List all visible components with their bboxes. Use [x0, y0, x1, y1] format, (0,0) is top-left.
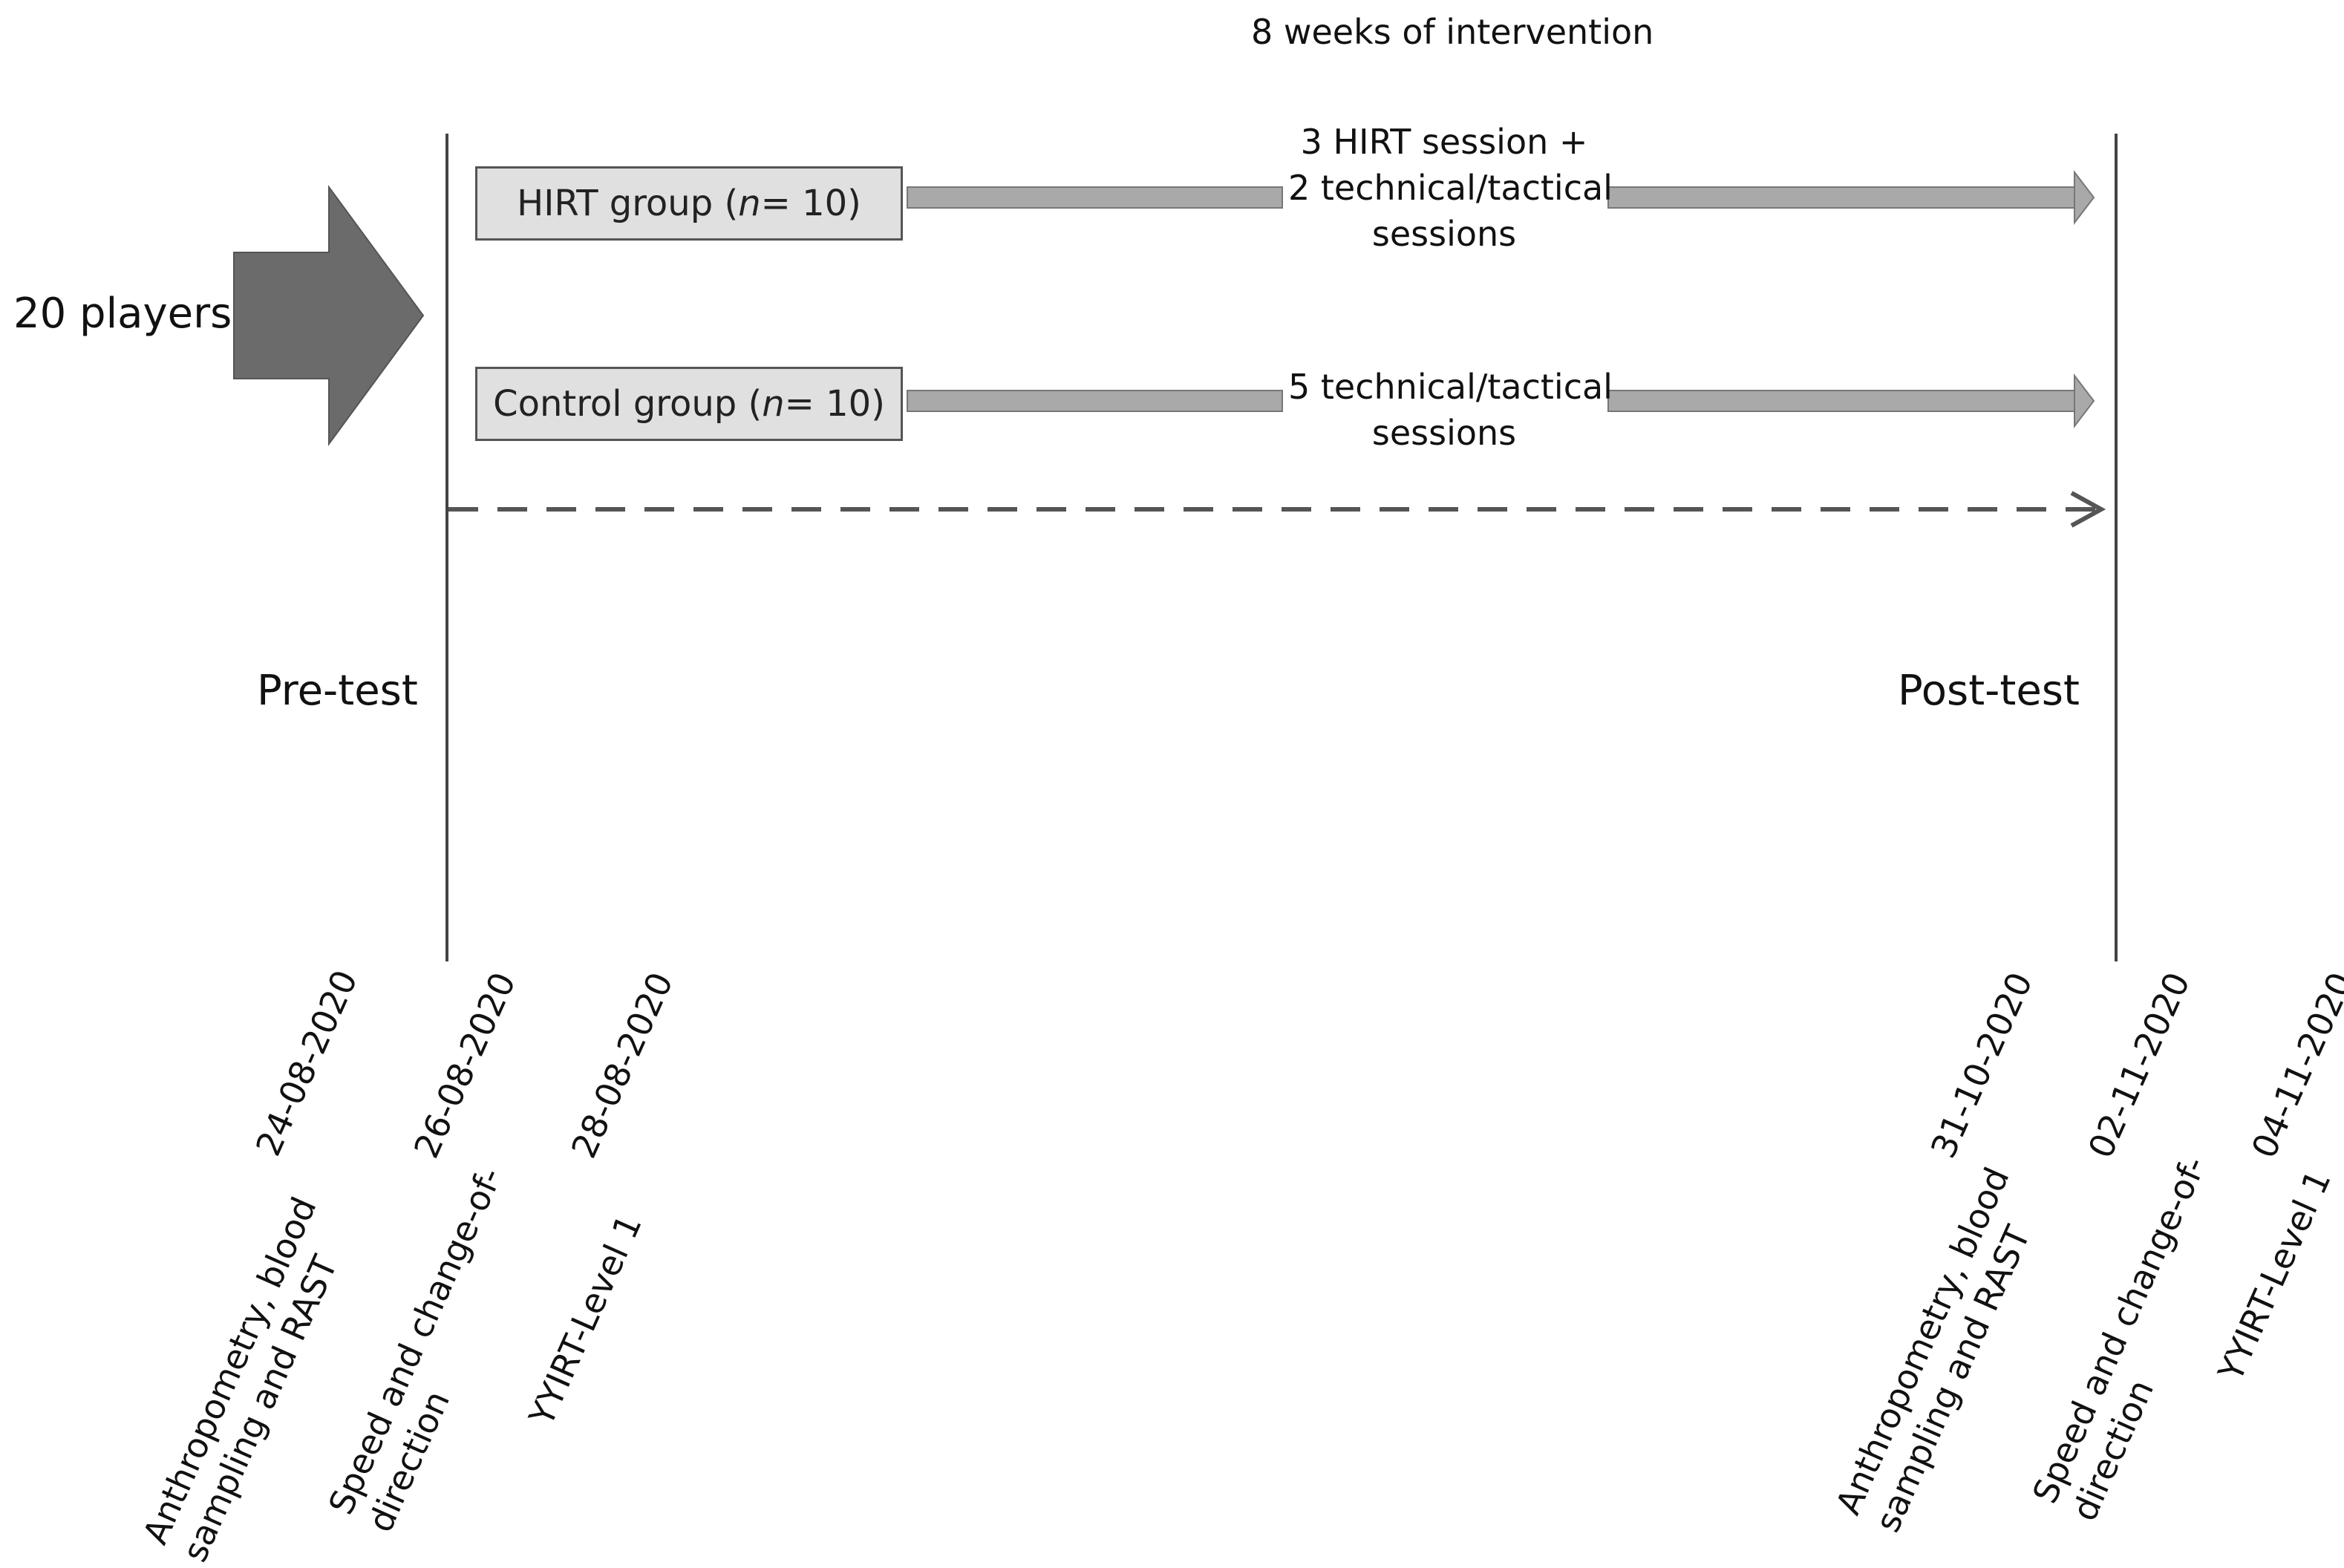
diagram-title: 8 weeks of intervention — [1251, 12, 1654, 52]
hirt-n-value: = 10) — [760, 183, 861, 224]
hirt-group-box: HIRT group (n = 10) — [475, 166, 903, 241]
pre-test-label: Pre-test — [257, 667, 418, 715]
control-n-value: = 10) — [784, 383, 885, 425]
hirt-sessions-text: 3 HIRT session + 2 technical/tactical se… — [1288, 119, 1613, 257]
control-group-box: Control group (n = 10) — [475, 367, 903, 441]
control-arrow-right — [1607, 373, 2095, 428]
control-n-symbol: n — [762, 383, 785, 425]
control-arrow-shaft-left — [907, 390, 1283, 412]
hirt-sessions-line-3: sessions — [1371, 214, 1517, 254]
control-n-open: ( — [748, 383, 763, 425]
control-sessions-text: 5 technical/tactical sessions — [1288, 364, 1613, 456]
control-sessions-line-1: 5 technical/tactical — [1288, 367, 1613, 407]
hirt-sessions-line-2: 2 technical/tactical — [1288, 168, 1613, 208]
hirt-arrow-right — [1607, 170, 2095, 225]
dashed-arrow-head — [2070, 491, 2106, 528]
players-label: 20 players — [13, 290, 232, 338]
hirt-n-open: ( — [724, 183, 739, 224]
hirt-arrow-shaft-left — [907, 186, 1283, 209]
hirt-sessions-line-1: 3 HIRT session + — [1300, 122, 1588, 162]
hirt-n-symbol: n — [738, 183, 761, 224]
hirt-group-name: HIRT group — [517, 183, 714, 224]
control-group-name: Control group — [493, 383, 737, 425]
players-arrow — [233, 184, 425, 447]
post-test-label: Post-test — [1898, 667, 2080, 715]
control-sessions-line-2: sessions — [1371, 413, 1517, 453]
